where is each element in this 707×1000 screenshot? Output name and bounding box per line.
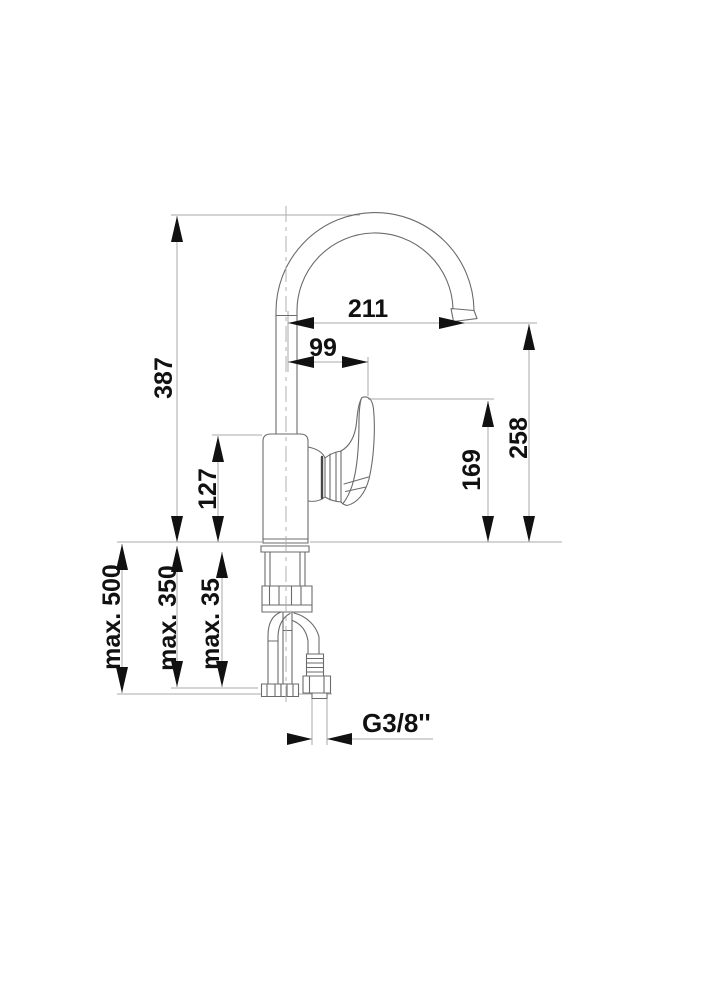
handle-neck xyxy=(340,396,363,452)
riser-pipe xyxy=(275,312,298,435)
hose-left xyxy=(267,635,279,685)
arrow-169-top xyxy=(482,401,494,427)
dimension-labels: 211 99 387 127 169 258 max. 500 max. 350… xyxy=(98,295,533,738)
arrow-258-bottom xyxy=(523,516,535,542)
dim-label-spout-reach: 211 xyxy=(348,295,388,323)
arrow-387-bottom xyxy=(171,516,183,542)
dimension-arrows xyxy=(116,216,535,745)
hose-crimp-left-lines xyxy=(266,683,276,698)
handle-blade-outer xyxy=(340,396,375,507)
connector-braid xyxy=(305,653,325,677)
dim-label-max-hose-long: max. 500 xyxy=(98,564,126,670)
dim-label-height-outlet: 258 xyxy=(505,417,533,459)
dim-label-spout-to-handle: 99 xyxy=(309,334,337,362)
arrow-258-top xyxy=(523,324,535,350)
arrow-thread-right xyxy=(327,733,352,745)
dim-label-height-handle: 169 xyxy=(458,449,486,491)
arrow-max350-top xyxy=(171,546,183,572)
dim-label-height-body: 127 xyxy=(194,468,222,510)
arrow-211-right xyxy=(439,317,465,329)
threaded-shank xyxy=(264,551,306,587)
arrow-max500-bottom xyxy=(116,667,128,693)
connector-thread-stub xyxy=(311,692,328,700)
arrow-127-bottom xyxy=(212,516,224,542)
hose-crimp-right-lines xyxy=(286,683,294,698)
arrow-max35-top xyxy=(216,552,228,578)
mounting-nut-slot xyxy=(290,585,302,606)
hose-crimp-left xyxy=(260,683,282,698)
hose-middle xyxy=(282,611,293,685)
handle-blade-striations xyxy=(343,476,370,493)
connector-hex-facets xyxy=(308,675,325,694)
arrow-211-left xyxy=(288,317,314,329)
base-flange xyxy=(260,545,310,553)
arrow-max35-bottom xyxy=(216,661,228,687)
arrow-thread-left xyxy=(287,733,312,745)
faucet-outline xyxy=(260,211,478,700)
handle-blade-inner xyxy=(342,398,362,505)
arrow-max500-top xyxy=(116,544,128,570)
spout-outlet xyxy=(450,307,478,323)
dim-label-max-hose-short: max. 350 xyxy=(154,565,182,671)
connector-braid-hatch xyxy=(305,657,325,673)
handle-collar xyxy=(324,450,342,503)
hose-right-elbow xyxy=(291,612,320,655)
arrow-99-right xyxy=(342,356,368,368)
dim-label-height-total: 387 xyxy=(150,357,178,399)
connector-hex-nut xyxy=(302,675,332,694)
handle-cone xyxy=(307,446,326,502)
mounting-nut-slot xyxy=(268,585,280,606)
arrow-387-top xyxy=(171,216,183,242)
dim-label-max-deck-thickness: max. 35 xyxy=(197,578,225,670)
faucet-body xyxy=(262,433,309,544)
dimension-extension-lines xyxy=(117,214,562,745)
arrow-127-top xyxy=(212,436,224,462)
spout-arc-inner xyxy=(296,232,454,314)
dim-label-thread: G3/8'' xyxy=(362,708,431,738)
arrow-99-left xyxy=(288,356,314,368)
hose-left-elbow xyxy=(267,611,291,637)
arrow-max350-bottom xyxy=(171,661,183,687)
hose-crimp-right xyxy=(280,683,300,698)
arrow-169-bottom xyxy=(482,516,494,542)
